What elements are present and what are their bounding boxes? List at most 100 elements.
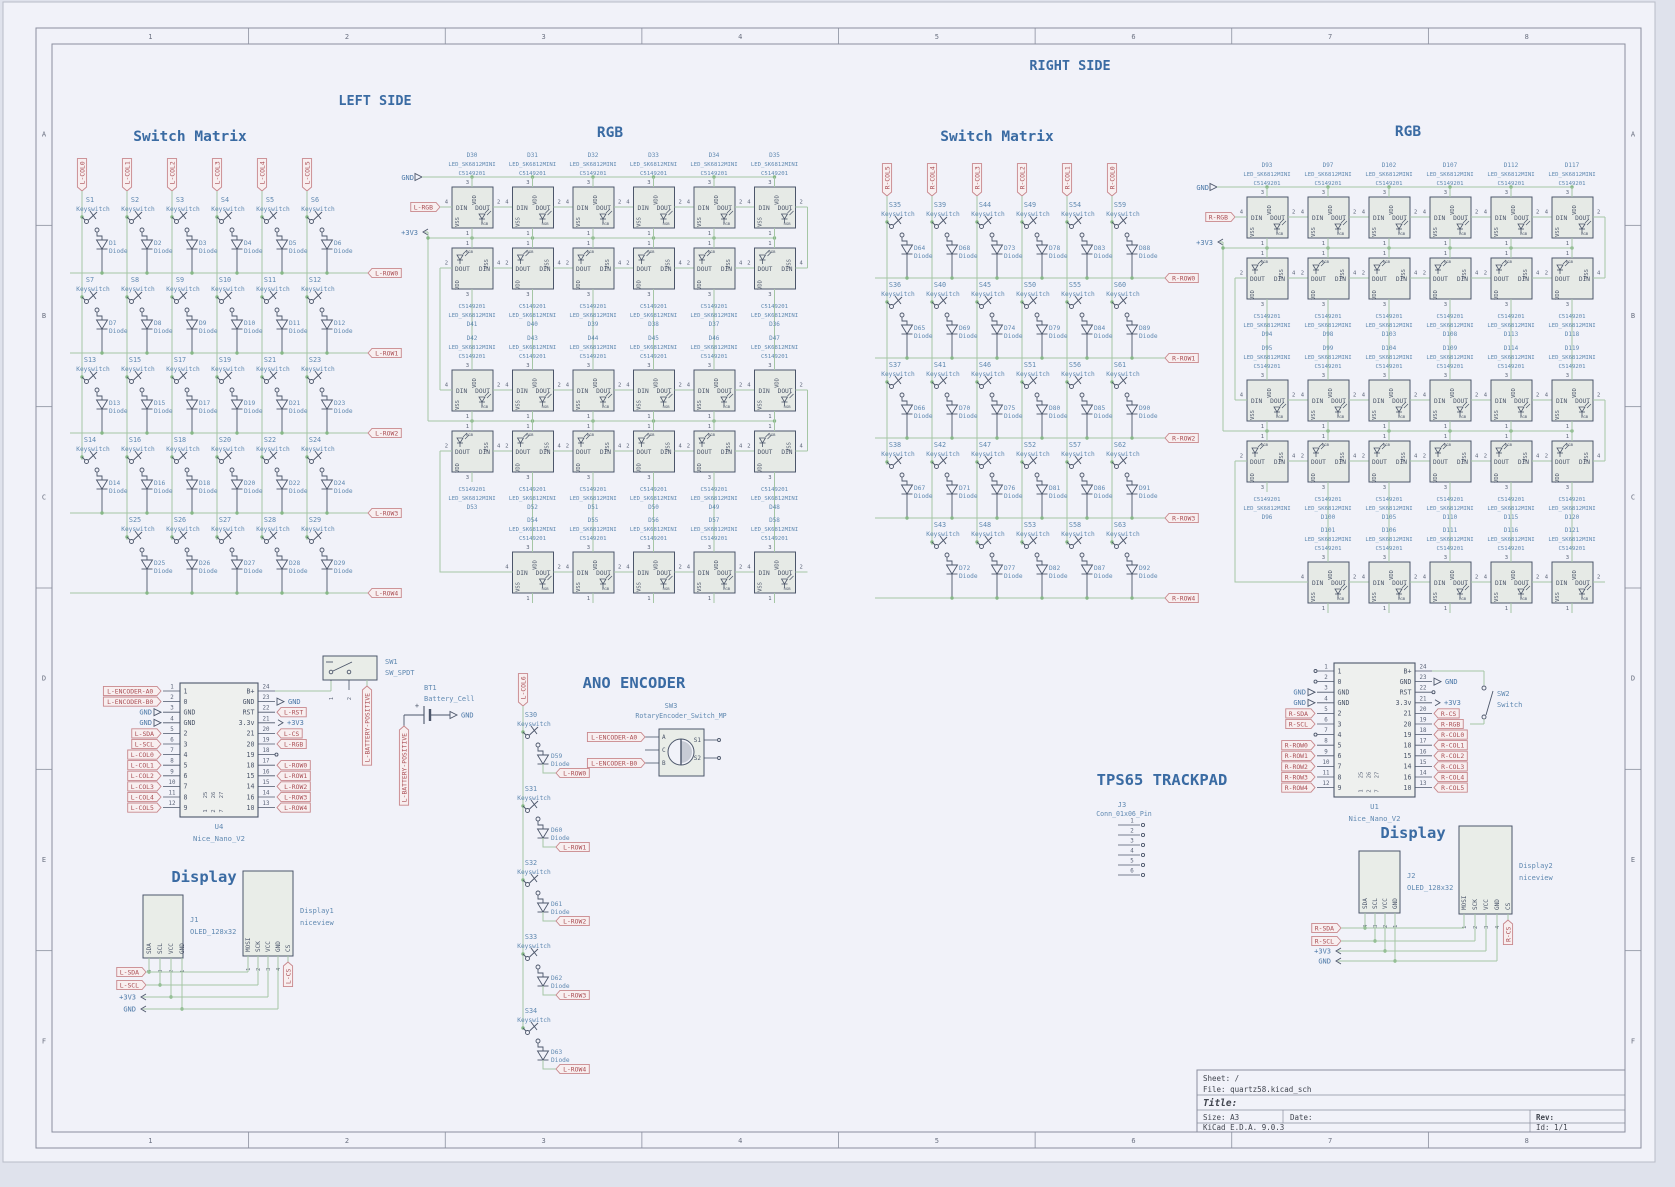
global-label[interactable]: R-SDA (1285, 708, 1316, 719)
global-label[interactable]: L-ROW3 (367, 507, 402, 519)
global-label[interactable]: R-ROW4 (1164, 592, 1199, 604)
global-label[interactable]: L-COL3 (127, 781, 162, 792)
display-body[interactable] (1458, 825, 1513, 915)
led-body[interactable] (572, 369, 615, 412)
global-label[interactable]: R-CS (1502, 919, 1514, 946)
global-label[interactable]: L-RGB (276, 738, 307, 750)
global-label[interactable]: R-ROW0 (1164, 272, 1199, 284)
global-label[interactable]: L-SDA (116, 966, 147, 978)
global-label[interactable]: L-ROW3 (555, 989, 590, 1001)
global-label[interactable]: L-COL0 (127, 749, 162, 760)
global-label[interactable]: L-ENCODER-B0 (586, 757, 646, 769)
global-label[interactable]: R-ROW2 (1281, 761, 1316, 772)
global-label[interactable]: L-COL4 (127, 791, 162, 803)
led-body[interactable] (451, 186, 494, 229)
global-label[interactable]: R-COL5 (881, 163, 893, 197)
led-body[interactable] (1307, 196, 1350, 239)
global-label[interactable]: L-COL4 (256, 158, 268, 192)
global-label[interactable]: R-COL3 (971, 163, 983, 197)
global-label[interactable]: L-ROW0 (367, 267, 402, 279)
led-body[interactable] (1429, 379, 1472, 422)
global-label[interactable]: L-COL1 (121, 158, 133, 192)
global-label[interactable]: L-COL2 (166, 158, 178, 192)
global-label[interactable]: R-ROW2 (1164, 432, 1199, 444)
connector-body[interactable] (1358, 850, 1401, 914)
global-label[interactable]: L-RST (276, 707, 307, 718)
global-label[interactable]: L-ROW2 (555, 915, 590, 927)
global-label[interactable]: R-SDA (1311, 922, 1342, 934)
global-label[interactable]: L-SCL (131, 738, 162, 750)
global-label[interactable]: L-BATTERY-POSITIVE (398, 725, 410, 806)
global-label[interactable]: L-COL3 (211, 158, 223, 192)
led-body[interactable] (1490, 379, 1533, 422)
global-label[interactable]: L-ROW1 (555, 841, 590, 853)
switch-body[interactable] (322, 655, 378, 681)
global-label[interactable]: R-ROW3 (1281, 771, 1316, 783)
mcu-body[interactable] (179, 682, 259, 818)
global-label[interactable]: L-COL6 (517, 673, 529, 707)
global-label[interactable]: R-ROW3 (1164, 512, 1199, 524)
global-label[interactable]: R-COL4 (926, 163, 938, 197)
global-label[interactable]: R-ROW0 (1281, 740, 1316, 751)
global-label[interactable]: L-ROW4 (276, 802, 311, 813)
global-label[interactable]: L-RGB (410, 201, 441, 213)
led-body[interactable] (512, 186, 554, 229)
